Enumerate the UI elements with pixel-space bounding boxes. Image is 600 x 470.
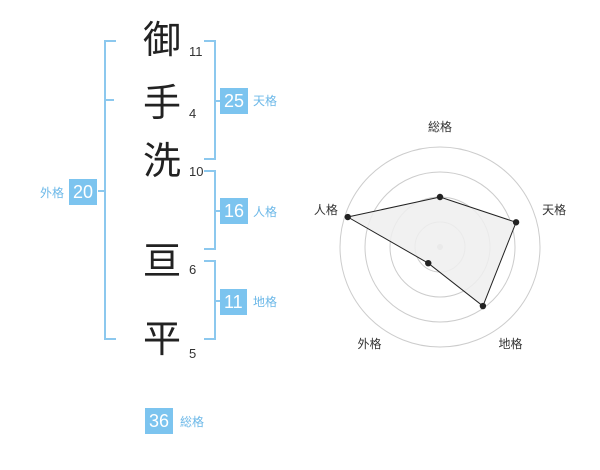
name-char-3: 洗 (142, 139, 181, 183)
chikaku-bracket-pointer (214, 300, 222, 302)
radar-point-1 (436, 193, 444, 201)
name-char-1: 御 (142, 18, 181, 62)
radar-grid-ring-3 (364, 171, 516, 323)
chikaku-label: 地格 (253, 295, 278, 309)
stroke-count-2: 4 (189, 106, 197, 121)
radar-point-2 (512, 219, 520, 226)
jinkaku-score: 16 (220, 198, 249, 224)
soukaku-score: 36 (145, 408, 174, 434)
chikaku-score: 11 (220, 289, 247, 315)
gaikaku-bracket-tick (104, 99, 114, 101)
radar-axis-label-5: 人格 (314, 202, 338, 217)
tenkaku-bracket-pointer (214, 100, 222, 102)
stroke-count-1: 11 (189, 44, 203, 59)
stroke-count-3: 10 (189, 164, 204, 179)
jinkaku-label: 人格 (253, 205, 278, 219)
tenkaku-score: 25 (220, 88, 249, 114)
gaikaku-label: 外格 (40, 186, 65, 200)
stroke-count-5: 5 (189, 346, 197, 361)
gaikaku-score: 20 (69, 179, 98, 205)
name-char-2: 手 (142, 81, 181, 125)
tenkaku-label: 天格 (253, 94, 278, 108)
radar-axis-label-1: 総格 (428, 119, 452, 134)
name-char-5: 平 (142, 317, 181, 361)
radar-axis-label-2: 天格 (542, 202, 566, 217)
radar-point-4 (425, 259, 432, 267)
radar-axis-label-4: 外格 (357, 336, 381, 351)
stroke-count-4: 6 (189, 262, 197, 277)
gaikaku-bracket-pointer (98, 190, 106, 192)
radar-point-3 (479, 302, 487, 310)
radar-axis-label-3: 地格 (499, 336, 523, 351)
radar-point-5 (344, 213, 351, 221)
radar-grid-ring-4 (339, 146, 541, 348)
jinkaku-bracket-pointer (214, 210, 222, 212)
radar-value-polygon (346, 196, 517, 307)
soukaku-label: 総格 (180, 415, 205, 429)
name-char-4: 亘 (142, 239, 181, 283)
